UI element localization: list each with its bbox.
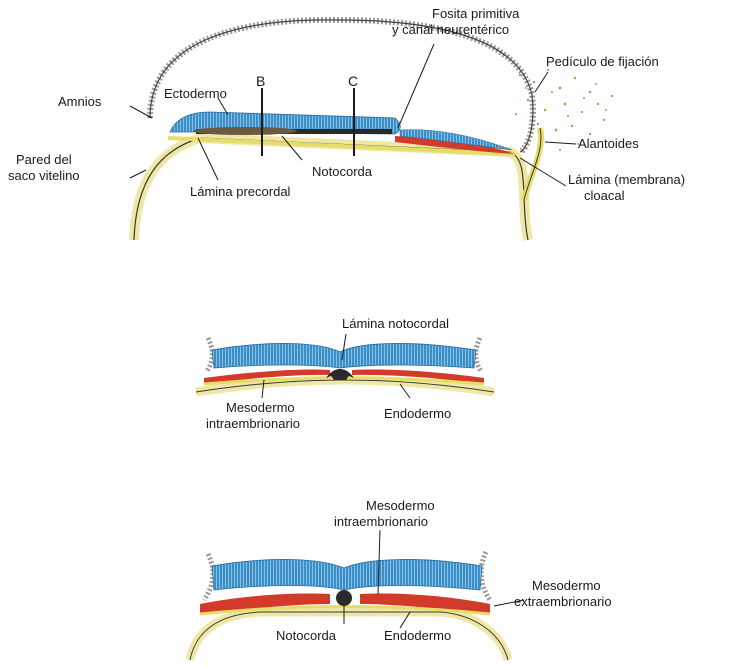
panel-sagittal-section: Fosita primitiva y canal neurentérico Pe…	[8, 6, 685, 240]
label-mesodermo-intra-1: Mesodermo	[366, 498, 435, 513]
ectoderm-layer	[212, 559, 482, 590]
label-notocorda: Notocorda	[276, 628, 337, 643]
label-pared-1: Pared del	[16, 152, 72, 167]
label-amnios: Amnios	[58, 94, 102, 109]
label-pared-2: saco vitelino	[8, 168, 80, 183]
panel-section-c: Mesodermo intraembrionario Mesodermo ext…	[190, 498, 612, 660]
label-lamina-notocordal: Lámina notocordal	[342, 316, 449, 331]
label-endodermo: Endodermo	[384, 406, 451, 421]
prechordal-plate	[193, 127, 297, 135]
label-notocorda: Notocorda	[312, 164, 373, 179]
label-endodermo: Endodermo	[384, 628, 451, 643]
label-mesodermo-extra-2: extraembrionario	[514, 594, 612, 609]
label-section-b: B	[256, 73, 265, 89]
label-mesodermo-extra-1: Mesodermo	[532, 578, 601, 593]
notochord	[336, 590, 352, 606]
label-lamina-cloacal-1: Lámina (membrana)	[568, 172, 685, 187]
label-lamina-precordal: Lámina precordal	[190, 184, 291, 199]
label-fosita-1: Fosita primitiva	[432, 6, 520, 21]
label-ectodermo: Ectodermo	[164, 86, 227, 101]
label-pediculo: Pedículo de fijación	[546, 54, 659, 69]
label-mesodermo-1: Mesodermo	[226, 400, 295, 415]
label-fosita-2: y canal neurentérico	[392, 22, 509, 37]
yolk-sac-wall	[190, 612, 508, 660]
label-mesodermo-2: intraembrionario	[206, 416, 300, 431]
label-mesodermo-intra-2: intraembrionario	[334, 514, 428, 529]
label-alantoides: Alantoides	[578, 136, 639, 151]
label-section-c: C	[348, 73, 358, 89]
panel-section-b: Lámina notocordal Mesodermo intraembrion…	[196, 316, 494, 431]
label-lamina-cloacal-2: cloacal	[584, 188, 625, 203]
